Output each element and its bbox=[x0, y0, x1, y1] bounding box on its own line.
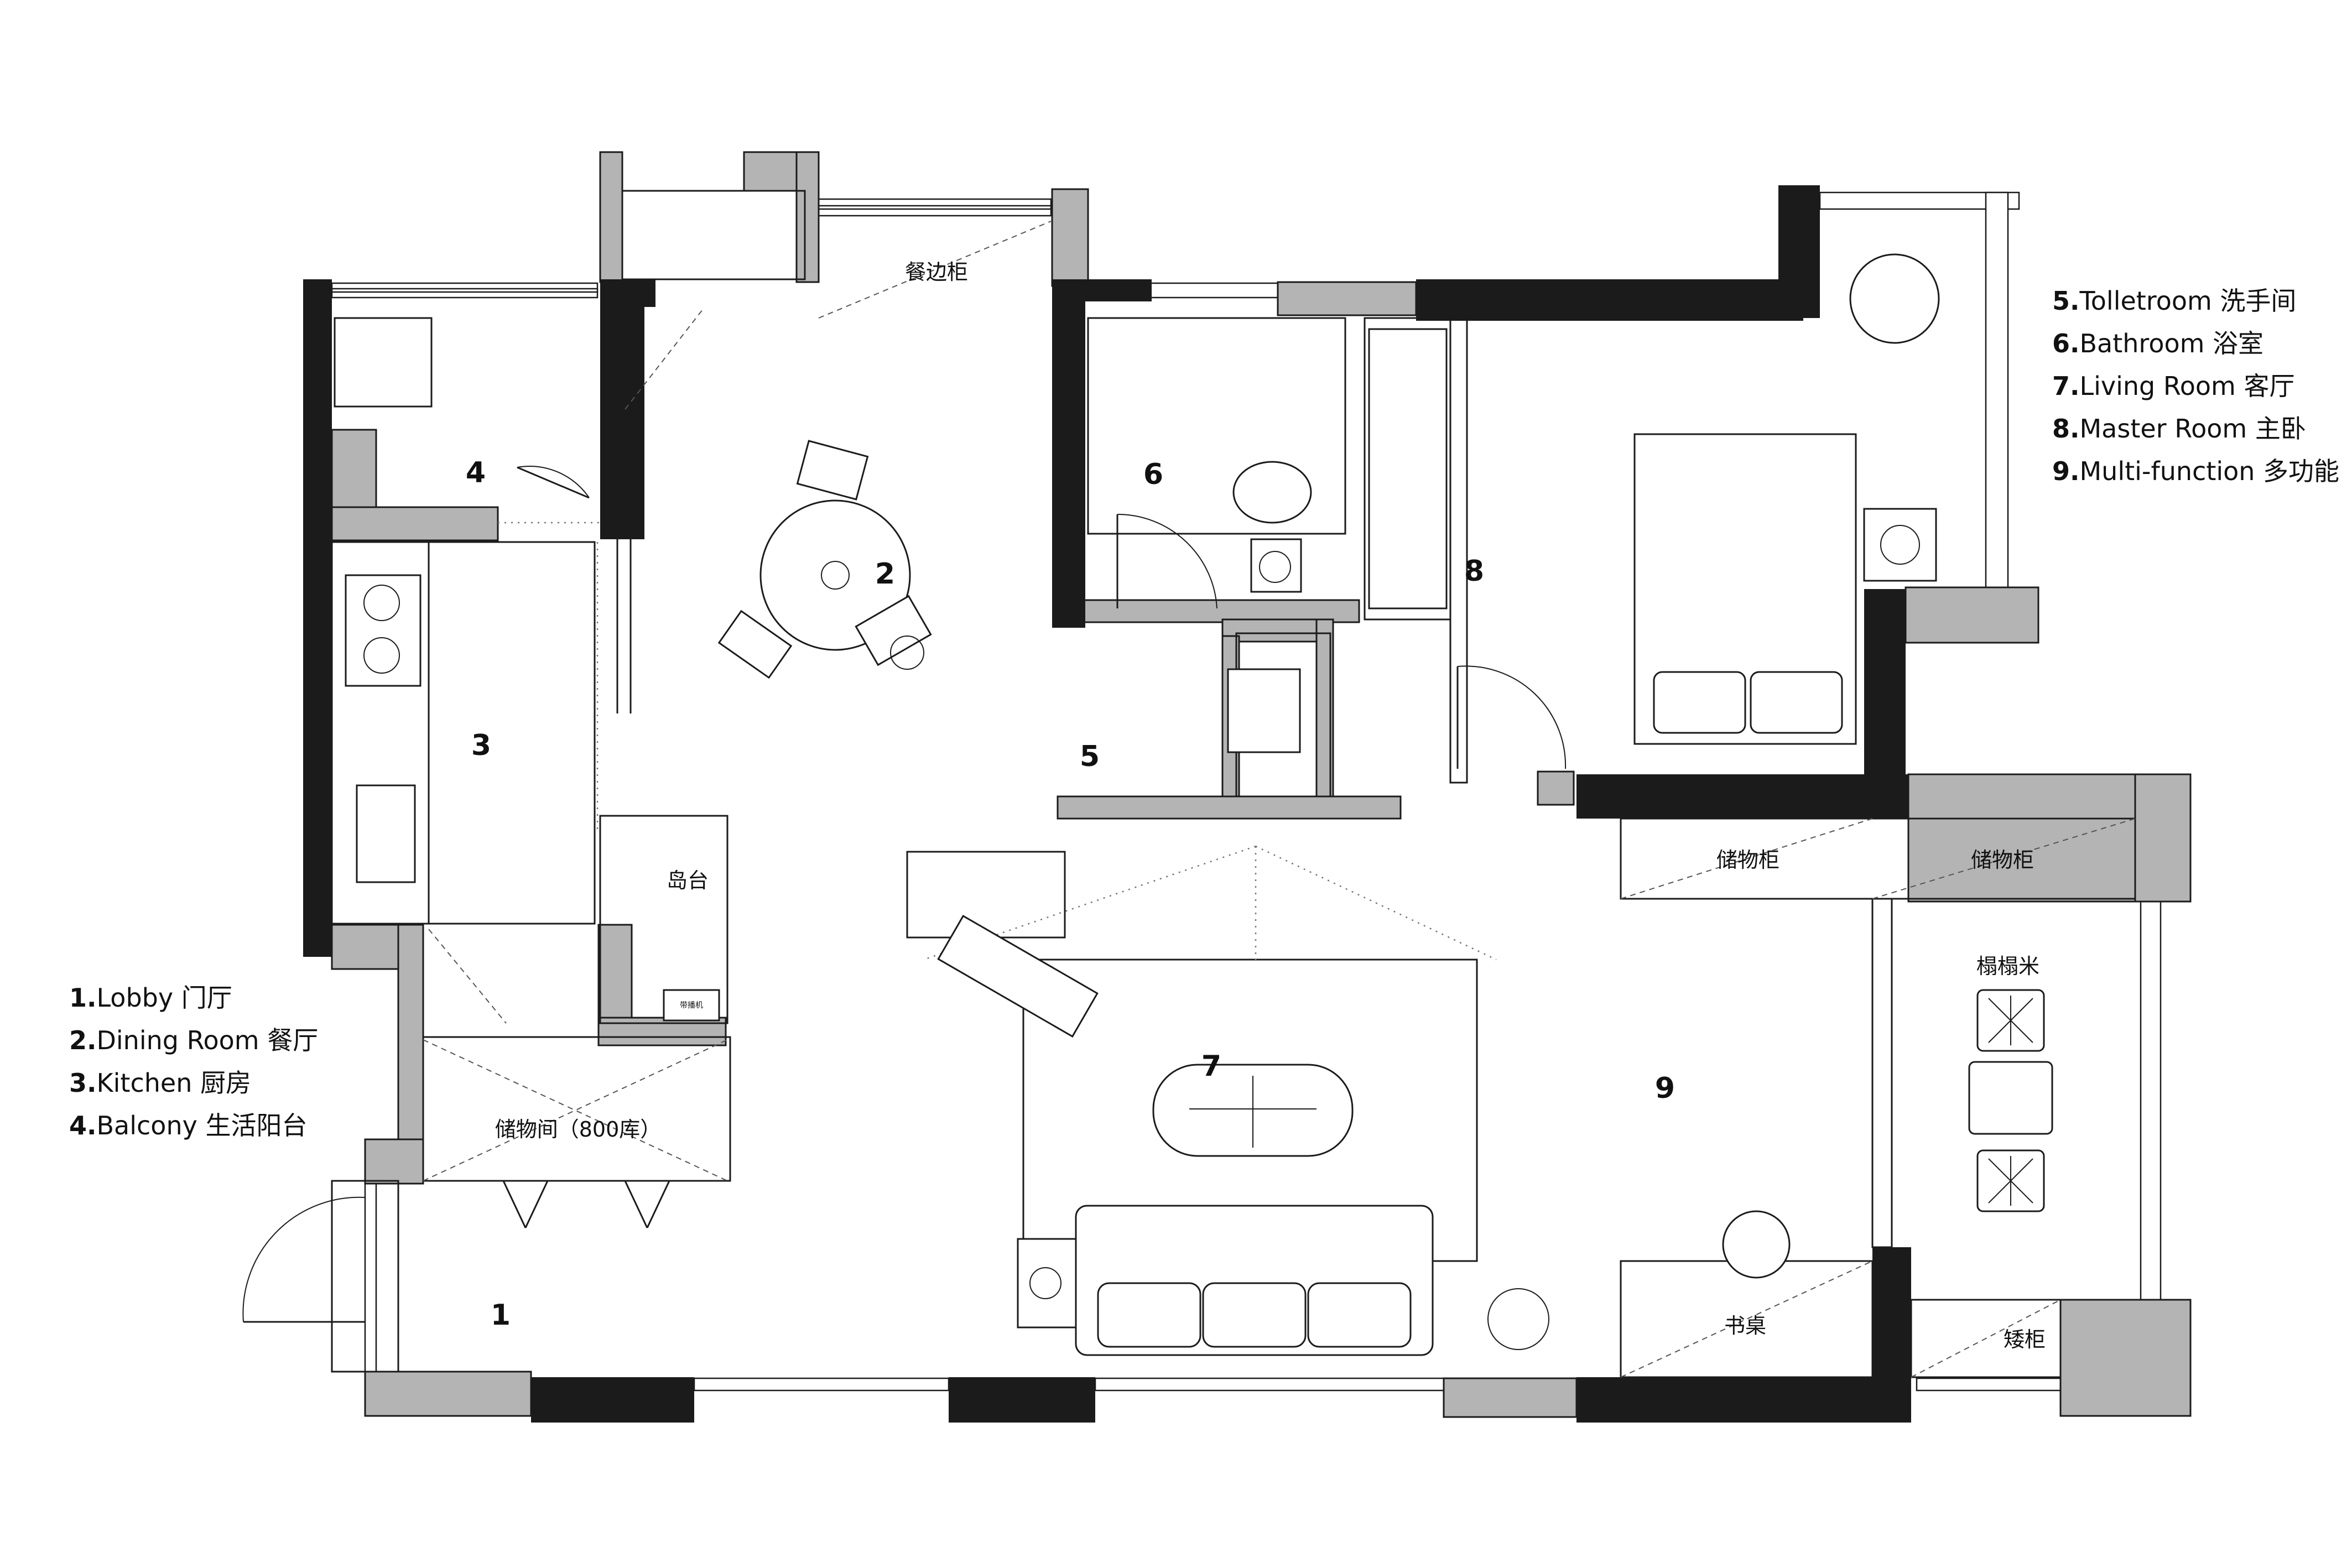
legend-item: 7.Living Room 客厅 bbox=[2052, 371, 2295, 401]
room-number-5: 5 bbox=[1080, 740, 1100, 773]
legend-item: 1.Lobby 门厅 bbox=[69, 983, 232, 1013]
legend-item: 9.Multi-function 多功能 bbox=[2052, 456, 2339, 486]
room-number-9: 9 bbox=[1655, 1072, 1675, 1105]
furniture-labels: 餐边柜 岛台 储物间（800库） 储物柜 储物柜 榻榻米 书桌 矮柜 带播机 bbox=[495, 260, 2046, 1352]
label-island: 岛台 bbox=[667, 868, 709, 893]
furniture bbox=[334, 253, 2053, 1356]
partitions bbox=[331, 190, 2136, 1378]
room-numbers: 1 2 3 4 5 6 7 8 9 bbox=[466, 456, 1675, 1332]
walls-black bbox=[303, 185, 1911, 1423]
legend-item: 5.Tolletroom 洗手间 bbox=[2052, 286, 2296, 316]
label-low-cabinet: 矮柜 bbox=[2004, 1327, 2046, 1352]
label-tatami: 榻榻米 bbox=[1976, 954, 2039, 978]
legend-item: 6.Bathroom 浴室 bbox=[2052, 329, 2263, 358]
legend-item: 8.Master Room 主卧 bbox=[2052, 414, 2306, 444]
label-desk: 书桌 bbox=[1724, 1314, 1766, 1338]
room-number-4: 4 bbox=[466, 456, 486, 489]
doors bbox=[242, 466, 1567, 1323]
walls-gray bbox=[331, 151, 2192, 1418]
room-number-1: 1 bbox=[491, 1299, 511, 1332]
legend-right: 5.Tolletroom 洗手间 6.Bathroom 浴室 7.Living … bbox=[2052, 286, 2339, 486]
legend-item: 2.Dining Room 餐厅 bbox=[69, 1025, 318, 1055]
room-number-2: 2 bbox=[875, 558, 895, 591]
room-number-7: 7 bbox=[1201, 1050, 1221, 1083]
label-cabinet-1: 储物柜 bbox=[1716, 848, 1779, 872]
label-storage-room: 储物间（800库） bbox=[495, 1117, 662, 1142]
room-number-6: 6 bbox=[1143, 458, 1163, 491]
room-number-3: 3 bbox=[471, 729, 491, 762]
room-number-8: 8 bbox=[1464, 555, 1484, 588]
label-appliance: 带播机 bbox=[680, 1001, 703, 1010]
label-cabinet-2: 储物柜 bbox=[1971, 848, 2034, 872]
legend-left: 1.Lobby 门厅 2.Dining Room 餐厅 3.Kitchen 厨房… bbox=[69, 983, 318, 1140]
legend-item: 4.Balcony 生活阳台 bbox=[69, 1111, 307, 1140]
label-sideboard: 餐边柜 bbox=[905, 260, 968, 284]
legend-item: 3.Kitchen 厨房 bbox=[69, 1068, 251, 1098]
